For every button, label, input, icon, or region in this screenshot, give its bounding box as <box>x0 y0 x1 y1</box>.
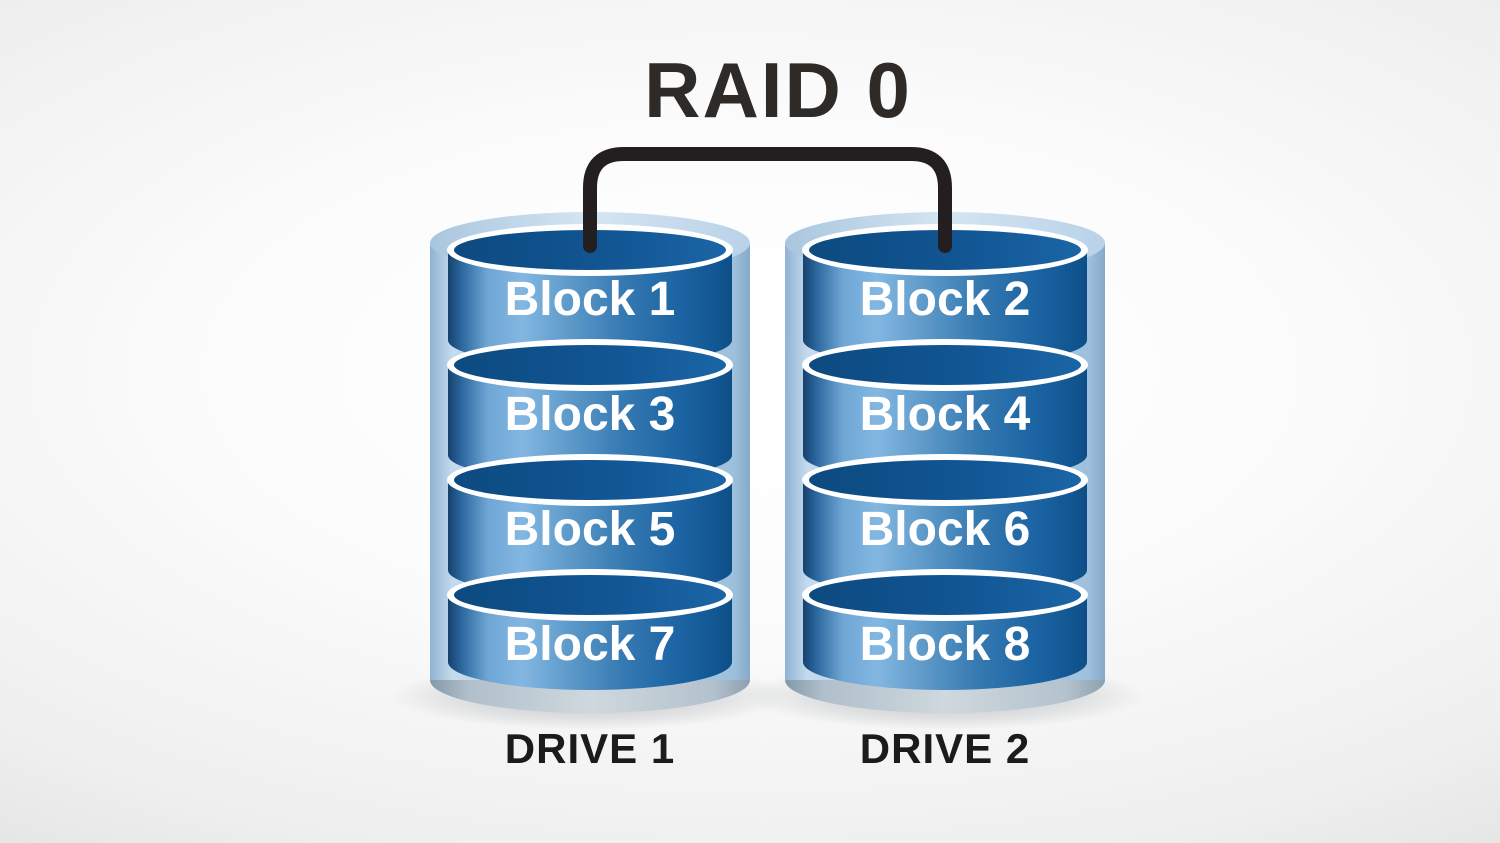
drive-2-cylinder: Block 2 Block 4 Block 6 Block 8 DRIVE 2 <box>745 212 1145 772</box>
platter-top-face <box>809 575 1081 615</box>
block-label: Block 8 <box>860 618 1031 671</box>
block-label: Block 6 <box>860 503 1031 556</box>
drive-1-cylinder: Block 1 Block 3 Block 5 Block 7 DRIVE 1 <box>390 212 790 772</box>
platter-top-face <box>454 345 726 385</box>
block-label: Block 3 <box>505 388 676 441</box>
drive-1-block-segment-4 <box>447 569 733 690</box>
platter-top-face <box>454 460 726 500</box>
raid-connector-line <box>583 147 952 253</box>
platter-top-face <box>809 460 1081 500</box>
block-label: Block 2 <box>860 273 1031 326</box>
drive-2-label: DRIVE 2 <box>860 725 1030 772</box>
block-label: Block 5 <box>505 503 676 556</box>
drive-2-block-segment-4 <box>802 569 1088 690</box>
drive-1-block-segment-3 <box>447 454 733 596</box>
platter-top-face <box>809 345 1081 385</box>
drive-1-label: DRIVE 1 <box>505 725 675 772</box>
block-label: Block 4 <box>860 388 1031 441</box>
block-label: Block 1 <box>505 273 676 326</box>
block-label: Block 7 <box>505 618 676 671</box>
page-title: RAID 0 <box>644 46 912 134</box>
platter-top-face <box>454 575 726 615</box>
